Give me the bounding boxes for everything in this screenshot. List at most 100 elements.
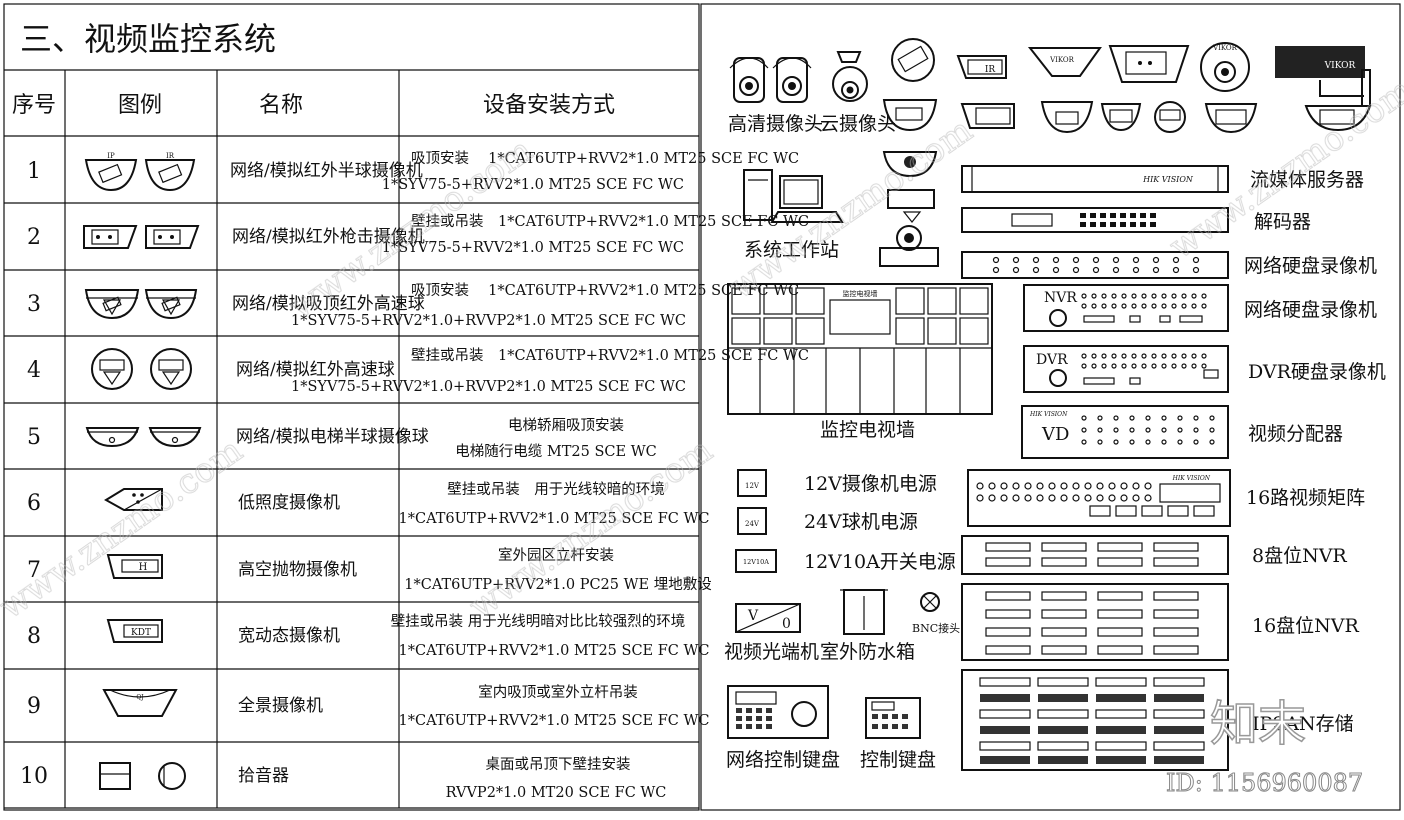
row-no: 7 — [27, 558, 41, 583]
psu-24v-label: 24V球机电源 — [804, 511, 918, 533]
svg-text:DVR: DVR — [1036, 352, 1068, 368]
svg-text:NVR: NVR — [1044, 290, 1077, 306]
dome-camera-icon — [882, 151, 938, 178]
streaming-server-label: 流媒体服务器 — [1250, 169, 1364, 191]
row-no: 6 — [27, 491, 41, 516]
psu-12v10a-icon: 12V10A — [735, 549, 777, 573]
bnc-connector-icon — [920, 592, 940, 612]
dvr-label: DVR硬盘录像机 — [1248, 361, 1386, 383]
tv-wall-label: 监控电视墙 — [820, 419, 915, 441]
row-name: 网络/模拟红外高速球 — [236, 360, 395, 380]
speed-dome-ip-symbol — [91, 348, 133, 390]
row-no: 10 — [20, 764, 48, 789]
nvr-16-bay-icon — [961, 583, 1229, 661]
row-no: 3 — [27, 292, 41, 317]
dome-camera-ir-symbol: IR — [144, 152, 196, 192]
dome-legend-icon — [1304, 105, 1372, 132]
wide-dynamic-camera-symbol: KDT — [106, 619, 163, 643]
svg-text:HIK VISION: HIK VISION — [1029, 411, 1068, 418]
svg-text:IR: IR — [985, 65, 996, 75]
svg-text:KDT: KDT — [131, 628, 151, 638]
svg-text:IP: IP — [107, 152, 115, 160]
workstation-icon — [743, 169, 844, 223]
dome-camera-ip-symbol: IP — [84, 152, 138, 192]
header-name: 名称 — [259, 93, 303, 118]
row-install-line2: 1*SYV75-5+RVV2*1.0+RVVP2*1.0 MT25 SCE FC… — [291, 313, 686, 329]
nvr-label-1: 网络硬盘录像机 — [1244, 255, 1377, 277]
watermark-brand: 知末 — [1210, 696, 1306, 752]
row-install-line1: 室内吸顶或室外立杆吊装 — [478, 684, 638, 701]
hd-camera-icon — [772, 57, 812, 103]
row-install-line1: 吸顶安装 1*CAT6UTP+RVV2*1.0 MT25 SCE FC WC — [411, 282, 799, 299]
row-no: 8 — [27, 624, 41, 649]
psu-12v-icon: 12V — [737, 469, 767, 497]
row-no: 5 — [27, 425, 41, 450]
ceiling-speed-dome-ir-symbol — [144, 289, 198, 320]
psu-24v-icon: 24V — [737, 507, 767, 535]
section-title: 三、视频监控系统 — [20, 20, 276, 58]
ptz-camera-icon — [879, 225, 939, 267]
row-no: 4 — [27, 358, 41, 383]
network-keyboard-label: 网络控制键盘 — [726, 749, 840, 771]
tv-wall-icon: 监控电视墙 — [727, 283, 993, 415]
bullet-camera-icon — [887, 189, 935, 223]
row-no: 1 — [27, 159, 41, 184]
speed-dome-ir-symbol — [150, 348, 192, 390]
hd-camera-icon — [729, 57, 769, 103]
network-keyboard-icon — [727, 685, 829, 739]
svg-text:VIKOR: VIKOR — [1049, 56, 1075, 64]
video-matrix-icon: HIK VISION — [967, 469, 1231, 527]
nvr-8-bay-icon — [961, 535, 1229, 575]
dome-legend-icon — [1100, 103, 1142, 132]
low-light-camera-symbol — [104, 488, 163, 511]
outdoor-box-label: 室外防水箱 — [820, 641, 915, 663]
row-name: 网络/模拟红外枪击摄像机 — [232, 227, 425, 247]
row-install-line2: RVVP2*1.0 MT20 SCE FC WC — [446, 785, 667, 801]
svg-text:12V10A: 12V10A — [743, 558, 769, 566]
watermark-site: www.znzmo.com — [722, 110, 980, 307]
row-no: 2 — [27, 225, 41, 250]
cloud-camera-label: 云摄像头 — [820, 113, 896, 135]
dvr-icon: DVR — [1023, 345, 1229, 393]
psu-12v10a-label: 12V10A开关电源 — [804, 551, 956, 573]
nvr-rack-icon — [961, 251, 1229, 279]
row-name: 高空抛物摄像机 — [238, 560, 357, 580]
svg-text:12V: 12V — [745, 482, 760, 490]
vikor-bullet-camera-icon: VIKOR — [1275, 46, 1371, 107]
panorama-camera-symbol: QJ — [102, 689, 178, 717]
row-install-line2: 电梯随行电缆 MT25 SCE WC — [455, 443, 656, 460]
watermark-site: www.znzmo.com — [1162, 70, 1404, 267]
row-install-line1: 壁挂或吊装 1*CAT6UTP+RVV2*1.0 MT25 SCE FC WC — [411, 347, 809, 364]
row-install-line1: 壁挂或吊装 用于光线较暗的环境 — [447, 480, 665, 498]
speed-dome-legend-icon — [1154, 101, 1186, 133]
svg-text:VD: VD — [1041, 424, 1069, 445]
outdoor-box-icon — [840, 589, 888, 635]
video-matrix-label: 16路视频矩阵 — [1246, 487, 1365, 509]
bullet-legend-icon — [960, 103, 1015, 129]
svg-text:VIKOR: VIKOR — [1324, 61, 1356, 71]
elevator-dome-ip-symbol — [85, 427, 140, 448]
header-install: 设备安装方式 — [483, 93, 615, 118]
speed-dome-legend-icon — [891, 38, 935, 82]
watermark-site: www.znzmo.com — [0, 430, 250, 627]
header-symbol: 图例 — [118, 93, 162, 118]
svg-text:IR: IR — [166, 152, 175, 160]
device-panel — [700, 3, 1401, 811]
row-name: 全景摄像机 — [238, 696, 323, 716]
row-no: 9 — [27, 694, 41, 719]
row-install-line1: 壁挂或吊装 用于光线明暗对比比较强烈的环境 — [391, 612, 686, 630]
row-install-line2: 1*SYV75-5+RVV2*1.0 MT25 SCE FC WC — [382, 240, 684, 256]
row-name: 网络/模拟电梯半球摄像球 — [236, 427, 429, 447]
control-keyboard-label: 控制键盘 — [860, 749, 936, 771]
decoder-icon — [961, 207, 1229, 233]
dome-legend-icon — [1040, 101, 1094, 134]
bullet-camera-ip-symbol — [83, 225, 138, 249]
workstation-label: 系统工作站 — [744, 239, 839, 261]
nvr-label-2: 网络硬盘录像机 — [1244, 299, 1377, 321]
sound-pickup-round-symbol — [158, 762, 186, 790]
row-install-line1: 电梯轿厢吸顶安装 — [508, 417, 624, 434]
video-distributor-icon: HIK VISION VD — [1021, 405, 1229, 459]
optical-transceiver-label: 视频光端机 — [724, 641, 819, 663]
row-name: 网络/模拟吸顶红外高速球 — [232, 294, 425, 314]
